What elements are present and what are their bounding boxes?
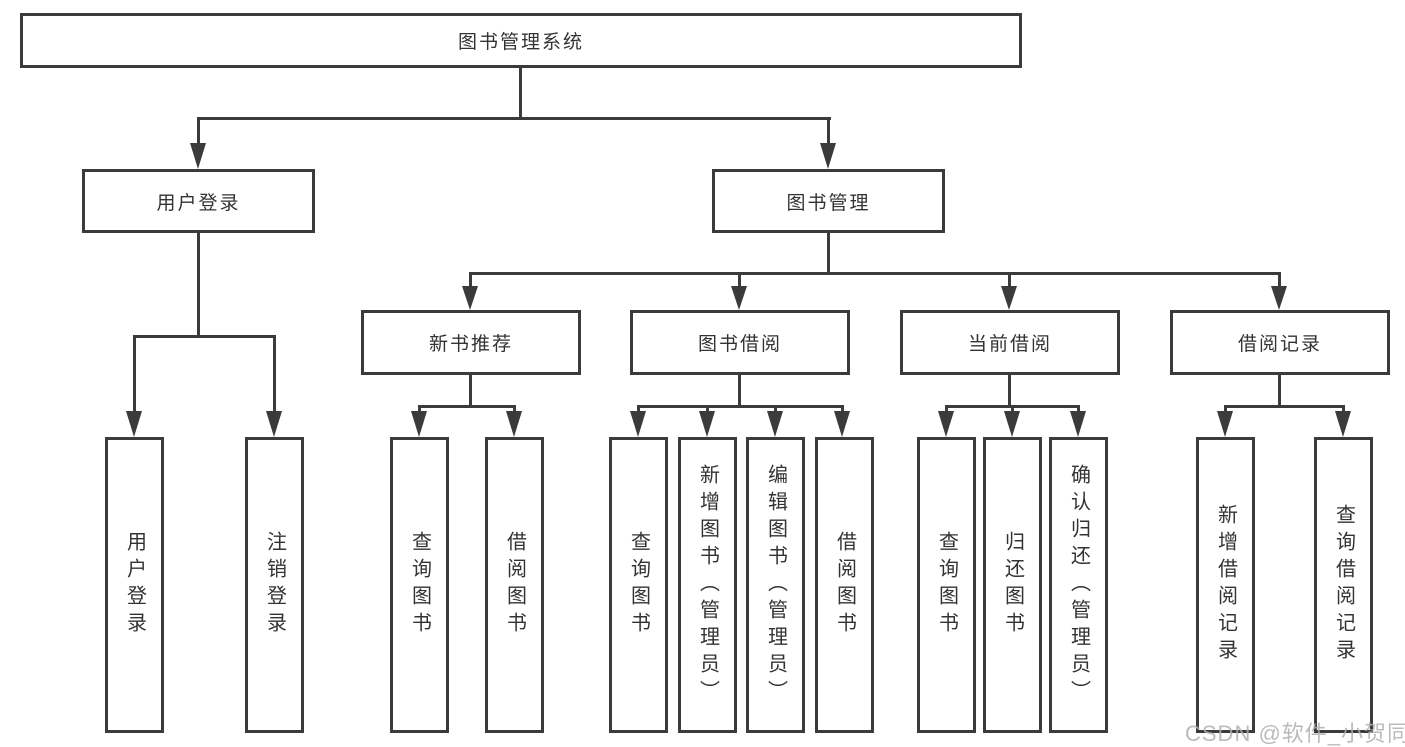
arrowhead-down-icon — [462, 286, 478, 310]
leaf-add-books-admin: 新增图书（管理员） — [678, 437, 737, 733]
connector-stem — [513, 405, 516, 411]
arrowhead-down-icon — [1004, 411, 1020, 437]
connector-stem — [706, 405, 709, 411]
connector-stem — [774, 405, 777, 411]
connector-bookborrow-hline — [637, 405, 844, 408]
connector-root-descender — [519, 68, 522, 117]
arrowhead-down-icon — [126, 411, 142, 437]
leaf-add-books-admin-label: 新增图书（管理员） — [696, 463, 719, 707]
connector-userlogin-descender — [197, 233, 200, 335]
leaf-edit-books-admin-label: 编辑图书（管理员） — [764, 463, 787, 707]
connector-bookborrow-descender — [738, 375, 741, 405]
leaf-edit-books-admin: 编辑图书（管理员） — [746, 437, 805, 733]
node-root: 图书管理系统 — [20, 13, 1022, 68]
arrowhead-down-icon — [767, 411, 783, 437]
connector-bookmgmt-hline — [470, 272, 1281, 275]
node-user-login: 用户登录 — [82, 169, 315, 233]
node-user-login-label: 用户登录 — [156, 192, 241, 214]
leaf-query-borrow-record: 查询借阅记录 — [1314, 437, 1373, 733]
leaf-query-books-1: 查询图书 — [390, 437, 449, 733]
arrowhead-down-icon — [1335, 411, 1351, 437]
leaf-add-borrow-record-label: 新增借阅记录 — [1214, 504, 1237, 666]
leaf-query-books-1-label: 查询图书 — [408, 531, 431, 639]
connector-stem — [827, 117, 830, 143]
arrowhead-down-icon — [190, 143, 206, 169]
connector-stem — [133, 335, 136, 411]
connector-root-hline — [197, 117, 831, 120]
connector-stem — [273, 335, 276, 411]
arrowhead-down-icon — [630, 411, 646, 437]
leaf-return-books-label: 归还图书 — [1001, 531, 1024, 639]
arrowhead-down-icon — [1271, 286, 1287, 310]
node-current-borrow: 当前借阅 — [900, 310, 1120, 375]
node-new-book-recommend-label: 新书推荐 — [428, 334, 513, 355]
connector-stem — [637, 405, 640, 411]
node-book-borrow-label: 图书借阅 — [697, 334, 782, 355]
node-book-borrow: 图书借阅 — [630, 310, 850, 375]
leaf-confirm-return-admin: 确认归还（管理员） — [1049, 437, 1108, 733]
connector-stem — [1342, 405, 1345, 411]
leaf-user-login: 用户登录 — [105, 437, 164, 733]
connector-stem — [1278, 272, 1281, 286]
leaf-borrow-books-2-label: 借阅图书 — [833, 531, 856, 639]
connector-newbook-hline — [418, 405, 516, 408]
arrowhead-down-icon — [938, 411, 954, 437]
leaf-borrow-books-2: 借阅图书 — [815, 437, 874, 733]
arrowhead-down-icon — [266, 411, 282, 437]
connector-stem — [841, 405, 844, 411]
node-borrow-records: 借阅记录 — [1170, 310, 1390, 375]
connector-stem — [418, 405, 421, 411]
node-new-book-recommend: 新书推荐 — [361, 310, 581, 375]
connector-bookmgmt-descender — [827, 233, 830, 272]
leaf-confirm-return-admin-label: 确认归还（管理员） — [1067, 463, 1090, 707]
arrowhead-down-icon — [411, 411, 427, 437]
arrowhead-down-icon — [1070, 411, 1086, 437]
connector-newbook-descender — [469, 375, 472, 405]
arrowhead-down-icon — [731, 286, 747, 310]
arrowhead-down-icon — [1217, 411, 1233, 437]
leaf-logout-label: 注销登录 — [263, 531, 286, 639]
node-current-borrow-label: 当前借阅 — [967, 334, 1052, 355]
arrowhead-down-icon — [1001, 286, 1017, 310]
leaf-query-books-3: 查询图书 — [917, 437, 976, 733]
connector-records-hline — [1224, 405, 1345, 408]
arrowhead-down-icon — [834, 411, 850, 437]
connector-stem — [1008, 272, 1011, 286]
connector-stem — [197, 117, 200, 143]
arrowhead-down-icon — [699, 411, 715, 437]
leaf-return-books: 归还图书 — [983, 437, 1042, 733]
leaf-logout: 注销登录 — [245, 437, 304, 733]
connector-stem — [1224, 405, 1227, 411]
connector-userlogin-hline — [133, 335, 276, 338]
connector-stem — [469, 272, 472, 286]
connector-stem — [1077, 405, 1080, 411]
leaf-query-books-2-label: 查询图书 — [627, 531, 650, 639]
leaf-borrow-books-1-label: 借阅图书 — [503, 531, 526, 639]
leaf-add-borrow-record: 新增借阅记录 — [1196, 437, 1255, 733]
node-root-label: 图书管理系统 — [457, 32, 584, 53]
node-book-management: 图书管理 — [712, 169, 945, 233]
leaf-query-borrow-record-label: 查询借阅记录 — [1332, 504, 1355, 666]
connector-currentborrow-descender — [1008, 375, 1011, 405]
node-book-management-label: 图书管理 — [786, 192, 871, 214]
connector-records-descender — [1278, 375, 1281, 405]
leaf-user-login-label: 用户登录 — [123, 531, 146, 639]
csdn-watermark: CSDN @软件_小贺同学 — [1185, 721, 1405, 746]
leaf-query-books-2: 查询图书 — [609, 437, 668, 733]
connector-stem — [945, 405, 948, 411]
leaf-borrow-books-1: 借阅图书 — [485, 437, 544, 733]
connector-stem — [738, 272, 741, 286]
node-borrow-records-label: 借阅记录 — [1237, 334, 1322, 355]
connector-stem — [1011, 405, 1014, 411]
arrowhead-down-icon — [820, 143, 836, 169]
leaf-query-books-3-label: 查询图书 — [935, 531, 958, 639]
arrowhead-down-icon — [506, 411, 522, 437]
